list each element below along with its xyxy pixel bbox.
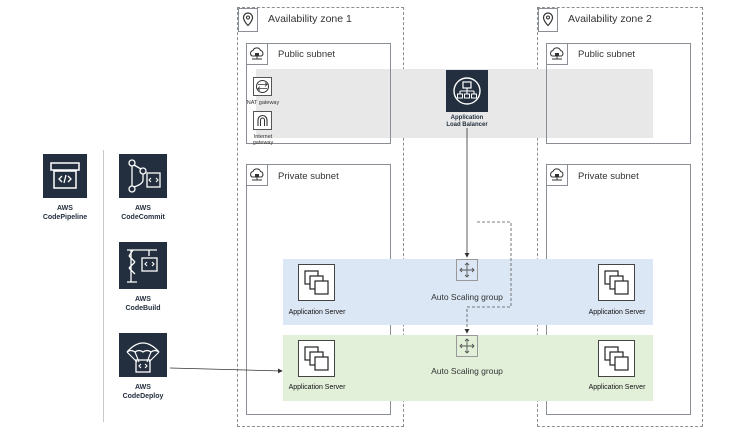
application-server-icon — [598, 264, 635, 301]
codedeploy-to-server-line — [169, 367, 283, 374]
location-pin-icon — [538, 8, 558, 32]
subnet-title: Private subnet — [278, 171, 339, 182]
subnet-title: Public subnet — [578, 49, 636, 60]
auto-scaling-label: Auto Scaling group — [431, 292, 503, 302]
availability-zone-2 — [537, 7, 703, 427]
application-server-label: Application Server — [288, 384, 346, 391]
subnet-cloud-icon — [546, 164, 568, 186]
codepipeline-icon — [43, 154, 87, 198]
application-server-icon — [298, 340, 335, 377]
subnet-title: Public subnet — [278, 49, 336, 60]
nat-gateway-icon — [253, 77, 272, 96]
zone-title: Availability zone 2 — [568, 13, 652, 25]
internet-gateway-label: Internet gateway — [252, 134, 274, 146]
auto-scaling-icon — [456, 259, 478, 281]
alb-to-asg-dashed-line — [464, 221, 512, 334]
application-server-icon — [598, 340, 635, 377]
services-divider — [103, 150, 104, 422]
location-pin-icon — [238, 8, 258, 32]
application-server-label: Application Server — [588, 384, 646, 391]
load-balancer-icon — [446, 70, 488, 112]
nat-gateway-label: NAT gateway — [246, 100, 280, 106]
codebuild-icon — [119, 242, 167, 289]
availability-zone-1 — [237, 7, 404, 427]
application-server-icon — [298, 264, 335, 301]
zone-title: Availability zone 1 — [268, 13, 352, 25]
internet-gateway-icon — [253, 111, 272, 130]
codecommit-icon — [119, 154, 167, 198]
auto-scaling-icon — [456, 335, 478, 357]
public-subnet-az2 — [546, 43, 691, 144]
subnet-cloud-icon — [246, 43, 268, 65]
subnet-title: Private subnet — [578, 171, 639, 182]
public-subnet-az1 — [246, 43, 391, 144]
application-server-label: Application Server — [288, 309, 346, 316]
subnet-cloud-icon — [546, 43, 568, 65]
application-server-label: Application Server — [588, 309, 646, 316]
subnet-cloud-icon — [246, 164, 268, 186]
codedeploy-icon — [119, 333, 167, 377]
auto-scaling-label: Auto Scaling group — [431, 366, 503, 376]
